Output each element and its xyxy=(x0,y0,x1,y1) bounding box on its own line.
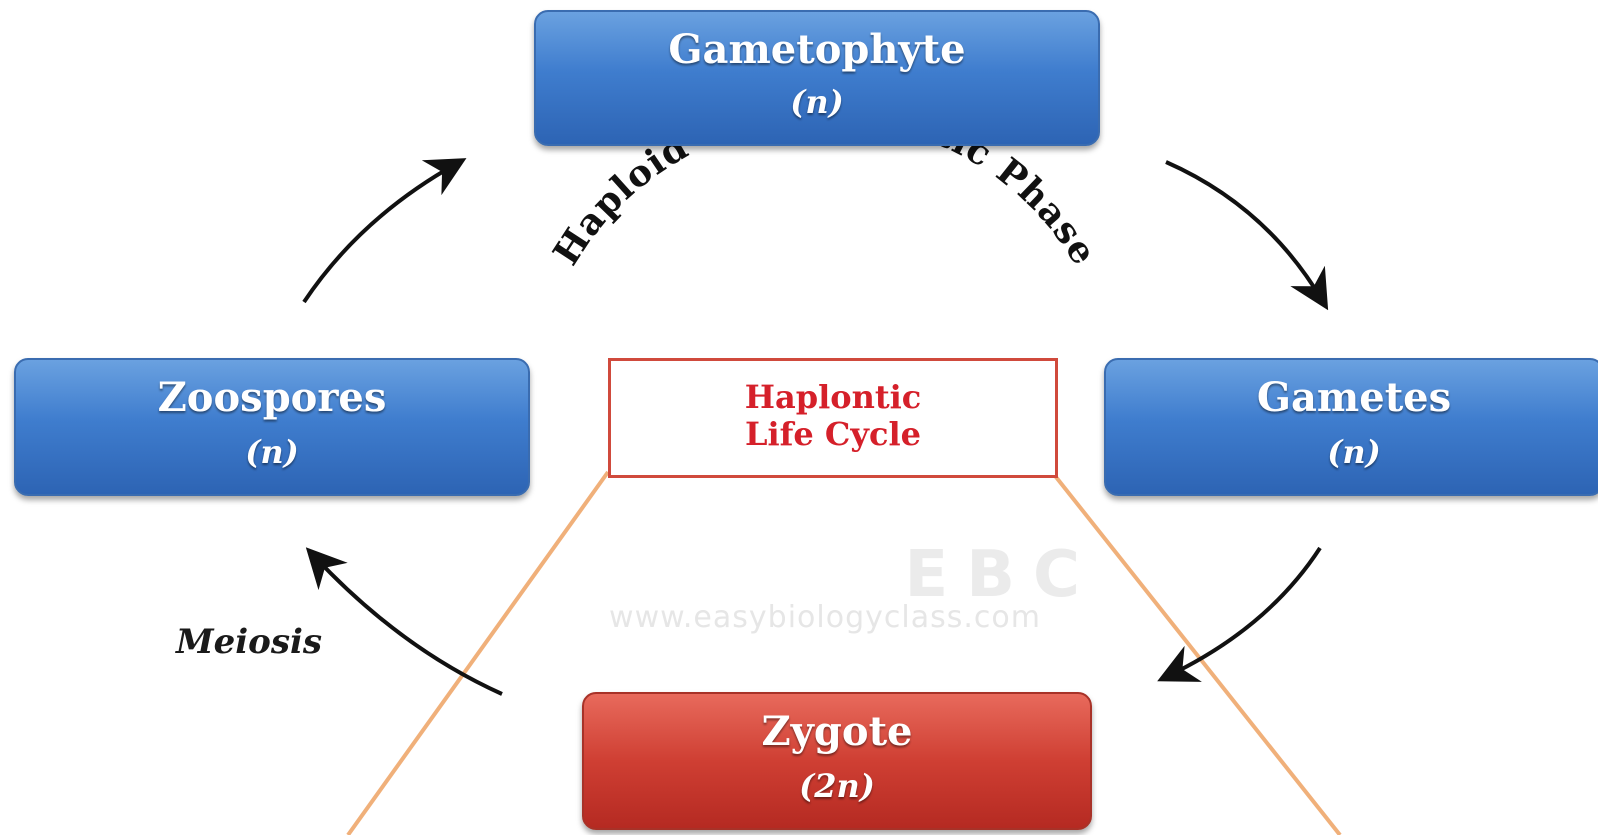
gametophyte-ploidy: (n) xyxy=(790,83,844,121)
gametes-box: Gametes (n) xyxy=(1104,358,1598,496)
guide-line-left xyxy=(346,470,610,835)
zygote-title: Zygote xyxy=(761,708,913,755)
arrow-gametes-to-zygote xyxy=(1157,546,1322,682)
zoospores-box: Zoospores (n) xyxy=(14,358,530,496)
center-title-line1: Haplontic xyxy=(744,378,922,416)
meiosis-label: Meiosis xyxy=(176,622,323,662)
gametes-ploidy: (n) xyxy=(1327,433,1381,471)
center-title-box: Haplontic Life Cycle xyxy=(608,358,1058,478)
watermark-logo: EBC xyxy=(904,538,1098,612)
gametophyte-box: Gametophyte (n) xyxy=(534,10,1100,146)
zoospores-title: Zoospores xyxy=(157,374,387,421)
guide-line-right xyxy=(1050,470,1342,835)
center-title-line2: Life Cycle xyxy=(745,414,921,453)
zygote-box: Zygote (2n) xyxy=(582,692,1092,830)
gametes-title: Gametes xyxy=(1256,374,1452,421)
arrow-gametophyte-to-gametes xyxy=(1165,160,1329,311)
zoospores-ploidy: (n) xyxy=(245,433,299,471)
watermark-url: www.easybiologyclass.com xyxy=(609,600,1041,635)
gametophyte-title: Gametophyte xyxy=(668,26,966,73)
arrow-zoospores-to-gametophyte xyxy=(302,158,467,304)
zygote-ploidy: (2n) xyxy=(799,767,875,805)
arrow-zygote-to-zoospores xyxy=(305,547,503,696)
